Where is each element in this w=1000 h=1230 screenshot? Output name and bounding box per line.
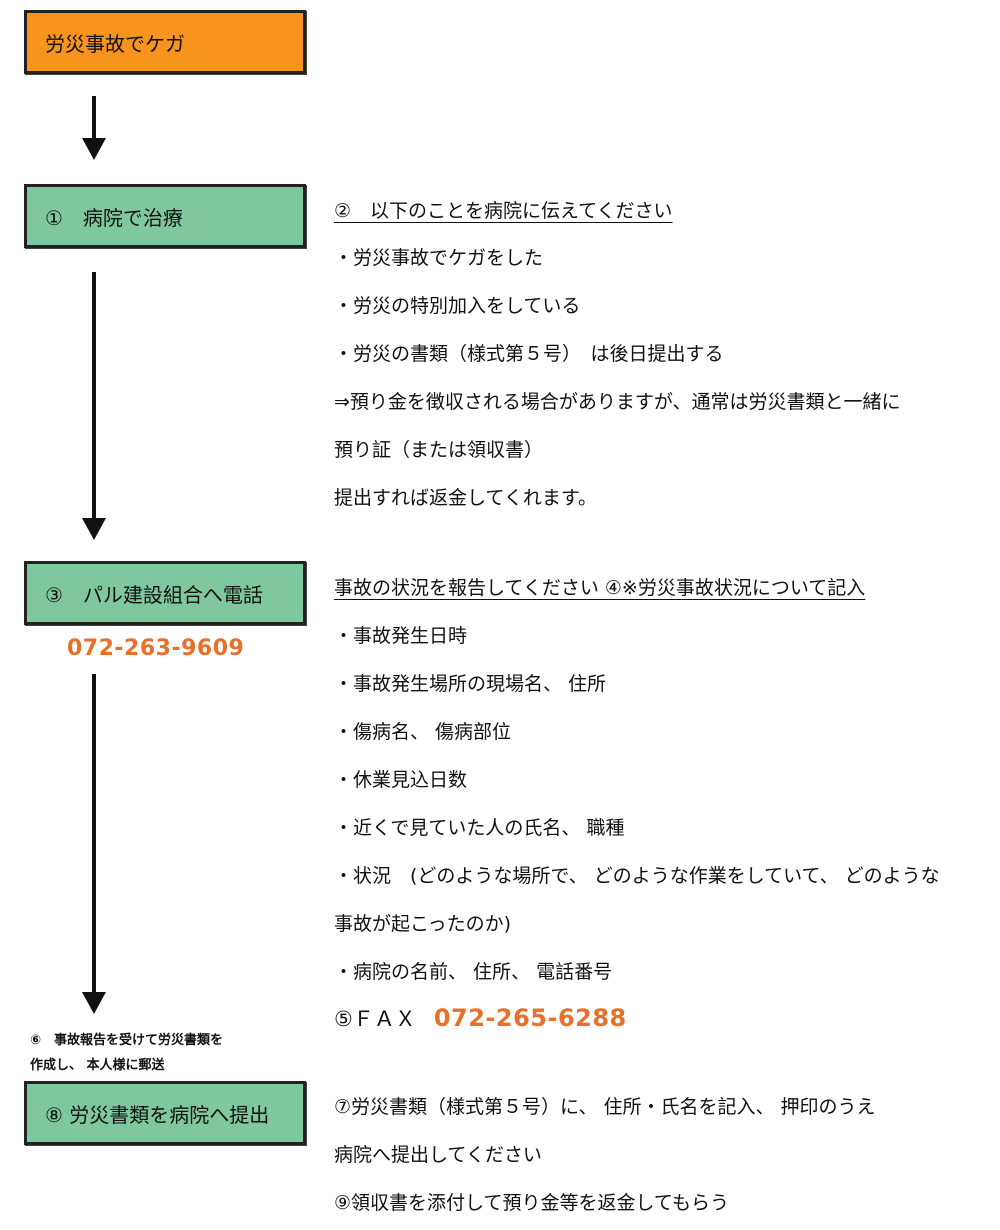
box-call-union-label: ③ パル建設組合へ電話	[45, 582, 263, 607]
box-injury-label: 労災事故でケガ	[45, 31, 185, 56]
step7-line-2: 病院へ提出してください	[334, 1144, 542, 1166]
box-call-union: ③ パル建設組合へ電話	[24, 561, 306, 625]
step4-item: ・状況 (どのような場所で、 どのような作業をしていて、 どのような	[334, 865, 940, 887]
box-hospital-treatment-label: ① 病院で治療	[45, 205, 183, 230]
fax-label: ⑤ＦＡＸ	[334, 1007, 416, 1031]
step2-item: ・労災事故でケガをした	[334, 247, 544, 269]
step4-heading: 事故の状況を報告してください ④※労災事故状況について記入	[334, 577, 866, 599]
step4-item: 事故が起こったのか)	[334, 913, 512, 935]
step2-item: ⇒預り金を徴収される場合がありますが、通常は労災書類と一緒に	[334, 391, 901, 413]
step4-item: ・近くで見ていた人の氏名、 職種	[334, 817, 625, 839]
step9-text: ⑨領収書を添付して預り金等を返金してもらう	[334, 1192, 729, 1214]
step2-item: ・労災の書類（様式第５号） は後日提出する	[334, 343, 724, 365]
step2-item: ・労災の特別加入をしている	[334, 295, 581, 317]
note-line-2: 作成し、 本人様に郵送	[30, 1058, 165, 1073]
box-submit-documents: ⑧ 労災書類を病院へ提出	[24, 1081, 306, 1145]
step4-item: ・傷病名、 傷病部位	[334, 721, 512, 743]
note-line-1: ⑥ 事故報告を受けて労災書類を	[30, 1033, 224, 1048]
box-injury: 労災事故でケガ	[24, 10, 306, 74]
box-submit-documents-label: ⑧ 労災書類を病院へ提出	[45, 1102, 270, 1127]
union-phone-number: 072-263-9609	[67, 636, 245, 661]
box-hospital-treatment: ① 病院で治療	[24, 184, 306, 248]
step7-line-1: ⑦労災書類（様式第５号）に、 住所・氏名を記入、 押印のうえ	[334, 1096, 876, 1118]
step2-item: 提出すれば返金してくれます。	[334, 487, 597, 509]
step4-item: ・事故発生場所の現場名、 住所	[334, 673, 607, 695]
note-documents-mailed: ⑥ 事故報告を受けて労災書類を 作成し、 本人様に郵送	[30, 1028, 223, 1078]
fax-number: 072-265-6288	[433, 1004, 627, 1032]
arrow-down-icon	[82, 674, 106, 1014]
step2-item: 預り証（または領収書）	[334, 439, 544, 461]
arrow-down-icon	[82, 96, 106, 160]
step4-item: ・事故発生日時	[334, 625, 468, 647]
arrow-down-icon	[82, 272, 106, 540]
fax-line: ⑤ＦＡＸ 072-265-6288	[334, 1003, 627, 1033]
step4-item: ・休業見込日数	[334, 769, 468, 791]
step2-heading: ② 以下のことを病院に伝えてください	[334, 200, 673, 222]
step4-item: ・病院の名前、 住所、 電話番号	[334, 961, 613, 983]
